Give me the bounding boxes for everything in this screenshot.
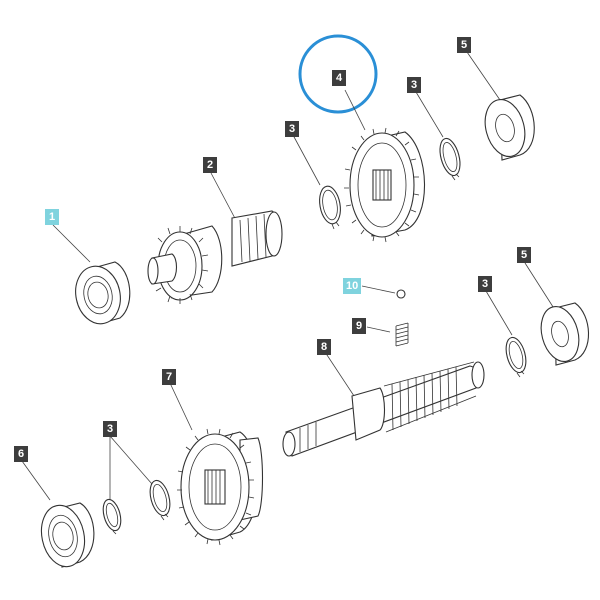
callout-3[interactable]: 3 [285,121,299,137]
callout-7[interactable]: 7 [162,369,176,385]
callout-3[interactable]: 3 [407,77,421,93]
part-6-bearing[interactable] [36,501,95,570]
part-3-snap-ring-d[interactable] [147,478,174,521]
part-3-snap-ring-c[interactable] [503,335,530,378]
part-9-spring[interactable] [395,322,409,347]
part-10-ball[interactable] [396,289,406,299]
callout-4[interactable]: 4 [332,70,346,86]
callout-6[interactable]: 6 [14,446,28,462]
part-5-bearing-right[interactable] [535,302,589,366]
callout-2[interactable]: 2 [203,157,217,173]
callout-3[interactable]: 3 [103,421,117,437]
callout-5[interactable]: 5 [517,247,531,263]
callout-5[interactable]: 5 [457,37,471,53]
callout-8[interactable]: 8 [317,339,331,355]
part-7-gear[interactable] [177,428,263,546]
part-3-snap-ring-b[interactable] [436,136,463,181]
part-5-bearing-top[interactable] [479,94,535,161]
selection-ring [298,34,378,114]
callout-3[interactable]: 3 [478,276,492,292]
part-3-snap-ring-a[interactable] [317,185,343,230]
part-4-gear[interactable] [344,127,426,243]
callout-9[interactable]: 9 [352,318,366,334]
part-1-bearing[interactable] [70,261,131,328]
part-8-main-shaft[interactable] [282,361,485,457]
part-2-shaft-gear[interactable] [147,210,283,304]
callout-10[interactable]: 10 [343,278,362,294]
part-3-snap-ring-e[interactable] [100,497,124,535]
callout-1[interactable]: 1 [45,209,59,225]
